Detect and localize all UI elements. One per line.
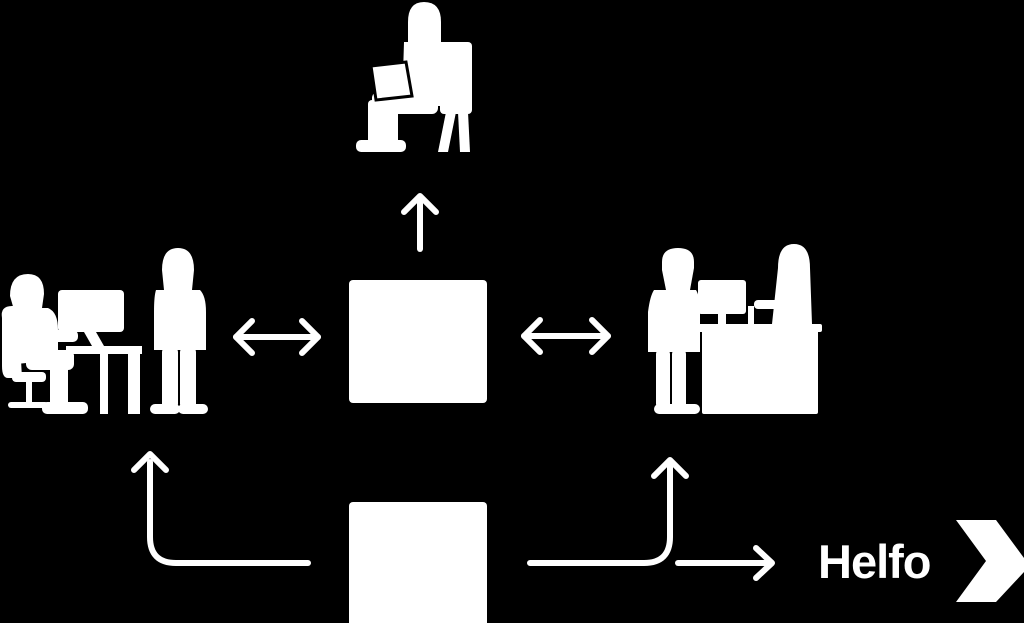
service-counter-people-icon [648,244,822,414]
left-double-arrow-icon [233,318,321,356]
curved-arrow-up-right-icon [527,457,689,566]
right-double-arrow-icon [521,317,611,355]
bottom-square [349,502,487,623]
center-square [349,280,487,403]
arrow-up-to-seated-person-icon [401,193,439,252]
seated-person-laptop-icon [356,2,472,152]
curved-arrow-up-left-icon [131,451,311,566]
office-desk-people-icon [1,248,208,414]
arrow-right-to-logo-icon [675,545,775,581]
helfo-logo-text: Helfo [818,535,931,588]
helfo-chevron-icon [956,520,1024,602]
